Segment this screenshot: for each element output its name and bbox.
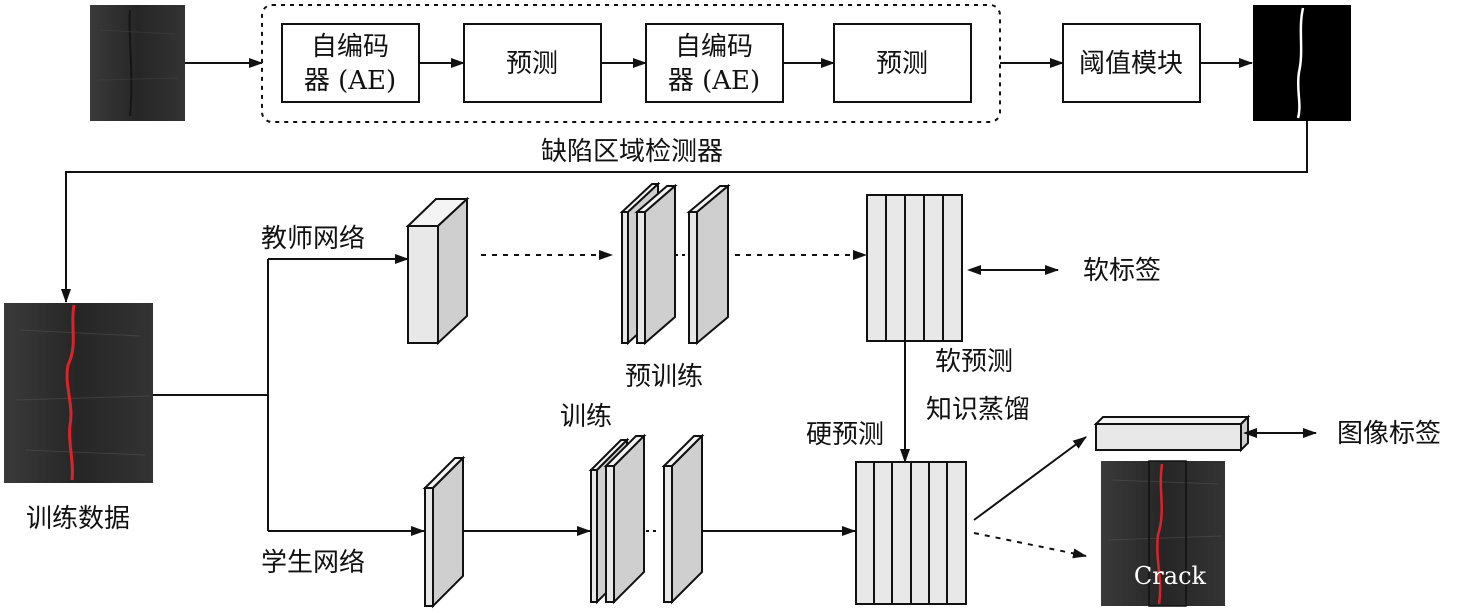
student-hidden-layer-3 xyxy=(661,433,705,605)
training-data-image xyxy=(4,303,153,483)
ae1-label-line1: 自编码 xyxy=(311,32,389,62)
threshold-box: 阈值模块 xyxy=(1062,23,1201,103)
soft-predict-label: 软预测 xyxy=(935,347,1013,377)
detector-group-label: 缺陷区域检测器 xyxy=(541,137,723,167)
image-label-text: 图像标签 xyxy=(1337,419,1441,449)
ae1-label-line2: 器 (AE) xyxy=(304,66,396,96)
input-image xyxy=(90,5,185,121)
teacher-hidden-layer-3 xyxy=(686,183,731,346)
pretrain-label: 预训练 xyxy=(625,362,703,392)
hard-predict-label: 硬预测 xyxy=(806,420,884,450)
teacher-hidden-layer-2 xyxy=(634,183,678,346)
teacher-output-grid xyxy=(866,194,963,342)
ae1-box: 自编码 器 (AE) xyxy=(281,23,420,103)
student-output-grid xyxy=(855,461,967,605)
distill-label: 知识蒸馏 xyxy=(926,395,1030,425)
training-data-label: 训练数据 xyxy=(26,504,130,534)
student-hidden-layer-2 xyxy=(603,433,647,605)
soft-label-text: 软标签 xyxy=(1083,256,1161,286)
ae2-box: 自编码 器 (AE) xyxy=(645,23,784,103)
mask-image xyxy=(1253,5,1351,121)
predict1-label: 预测 xyxy=(506,49,558,79)
student-input-layer xyxy=(422,455,466,609)
student-label: 学生网络 xyxy=(261,548,365,578)
crack-label: Crack xyxy=(1134,562,1207,590)
result-image: Crack xyxy=(1101,460,1225,607)
ae2-label-line1: 自编码 xyxy=(675,32,753,62)
teacher-label: 教师网络 xyxy=(261,224,365,254)
arrow-icon xyxy=(973,436,1087,521)
predict2-label: 预测 xyxy=(876,49,928,79)
arrow-icon xyxy=(61,121,1308,303)
predict1-box: 预测 xyxy=(463,23,602,103)
image-label-bar xyxy=(1093,414,1251,453)
ae2-label-line2: 器 (AE) xyxy=(668,66,760,96)
teacher-input-layer xyxy=(405,196,470,346)
train-label: 训练 xyxy=(560,402,612,432)
arrow-icon xyxy=(973,532,1087,559)
predict2-box: 预测 xyxy=(833,23,972,103)
threshold-label: 阈值模块 xyxy=(1079,49,1183,79)
